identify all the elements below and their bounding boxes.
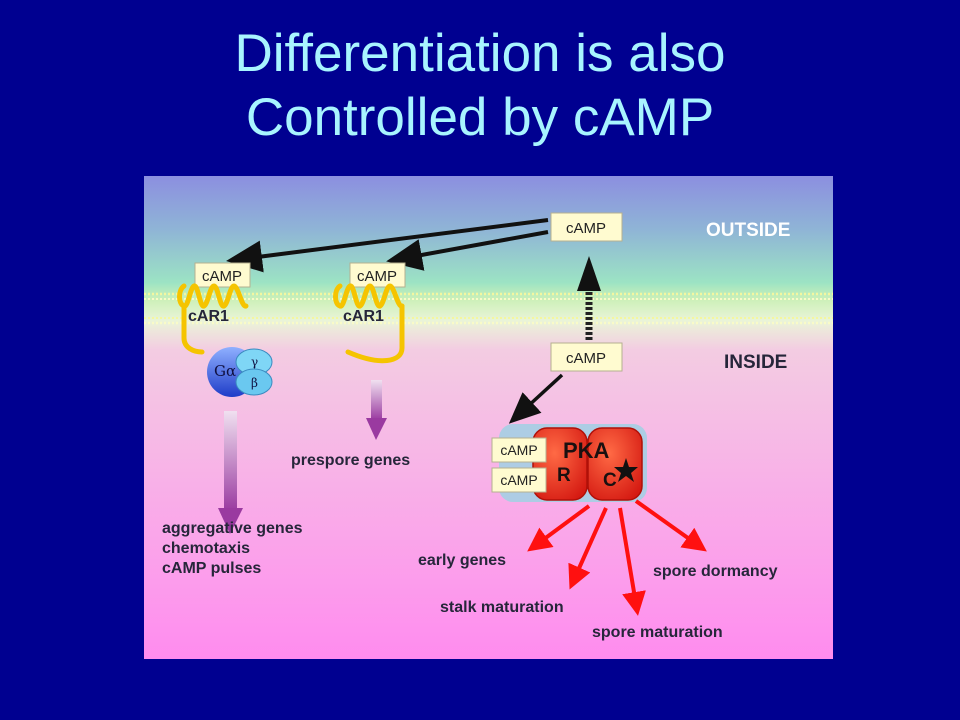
pka-label: PKA	[563, 438, 610, 463]
active-site-star-icon	[614, 458, 638, 482]
title-line-2: Controlled by cAMP	[245, 88, 715, 147]
g-alpha-label: Gα	[214, 362, 236, 380]
g-beta-subunit	[235, 368, 273, 396]
camp-signaling-diagram: OUTSIDE INSIDE cAMP cAMP cAMP cAR1	[144, 176, 833, 659]
pka-c-label: C	[603, 470, 617, 491]
cell-membrane	[144, 292, 833, 325]
camp-inside-box	[550, 342, 623, 372]
spore-dormancy-label: spore dormancy	[653, 563, 778, 580]
receptor1-label: cAR1	[188, 308, 229, 325]
pka-complex: cAMP cAMP PKA R C	[491, 424, 647, 502]
g-protein: Gα γ β	[207, 347, 273, 397]
receptor2-tail	[345, 303, 405, 364]
pka-camp-box-2	[491, 467, 547, 493]
g-gamma-label: γ	[251, 355, 258, 369]
early-genes-label: early genes	[418, 552, 506, 569]
slide-title: Differentiation is also Controlled by cA…	[0, 22, 960, 150]
arrow-camp-to-pka	[508, 373, 564, 424]
receptor2-label: cAR1	[343, 308, 384, 325]
receptor2-helices	[333, 283, 405, 309]
arrow-spore-dormancy	[634, 499, 707, 552]
receptor-2: cAMP cAR1	[333, 262, 406, 364]
purple-arrow-aggregative	[218, 411, 243, 534]
aggregative-genes-label: aggregative genes	[162, 520, 303, 537]
camp-pulses-label: cAMP pulses	[162, 560, 261, 577]
spore-maturation-label: spore maturation	[592, 624, 723, 641]
diagram-background	[144, 176, 833, 659]
red-arrows	[527, 499, 707, 616]
g-beta-label: β	[251, 376, 258, 390]
camp-inside-label: cAMP	[566, 350, 606, 367]
camp-outside-label: cAMP	[566, 220, 606, 237]
arrow-stalk-maturation	[568, 507, 608, 590]
purple-arrow-prespore	[366, 380, 387, 440]
arrow-spore-maturation	[618, 507, 646, 616]
receptor1-camp-label: cAMP	[202, 268, 242, 285]
receptor2-camp-label: cAMP	[357, 268, 397, 285]
pka-camp-box-1	[491, 437, 547, 463]
chemotaxis-label: chemotaxis	[162, 540, 250, 557]
region-outside-label: OUTSIDE	[706, 220, 790, 241]
arrow-camp-to-receptor2	[386, 230, 549, 271]
region-inside-label: INSIDE	[724, 352, 787, 373]
camp-outside-box	[550, 212, 623, 242]
stalk-maturation-label: stalk maturation	[440, 599, 564, 616]
diagram-svg: OUTSIDE INSIDE cAMP cAMP cAMP cAR1	[144, 176, 833, 659]
pka-camp-label-1: cAMP	[500, 442, 537, 458]
receptor-1: cAMP cAR1	[177, 262, 251, 355]
pka-catalytic-subunit	[587, 427, 643, 501]
receptor1-camp-box	[194, 262, 251, 288]
receptor1-tail	[181, 303, 205, 355]
pka-r-label: R	[557, 465, 571, 486]
receptor2-camp-box	[349, 262, 406, 288]
prespore-genes-label: prespore genes	[291, 452, 410, 469]
secretion-arrow-head	[577, 256, 601, 291]
pka-camp-label-2: cAMP	[500, 472, 537, 488]
arrow-early-genes	[527, 504, 591, 552]
title-line-1: Differentiation is also	[234, 24, 726, 83]
